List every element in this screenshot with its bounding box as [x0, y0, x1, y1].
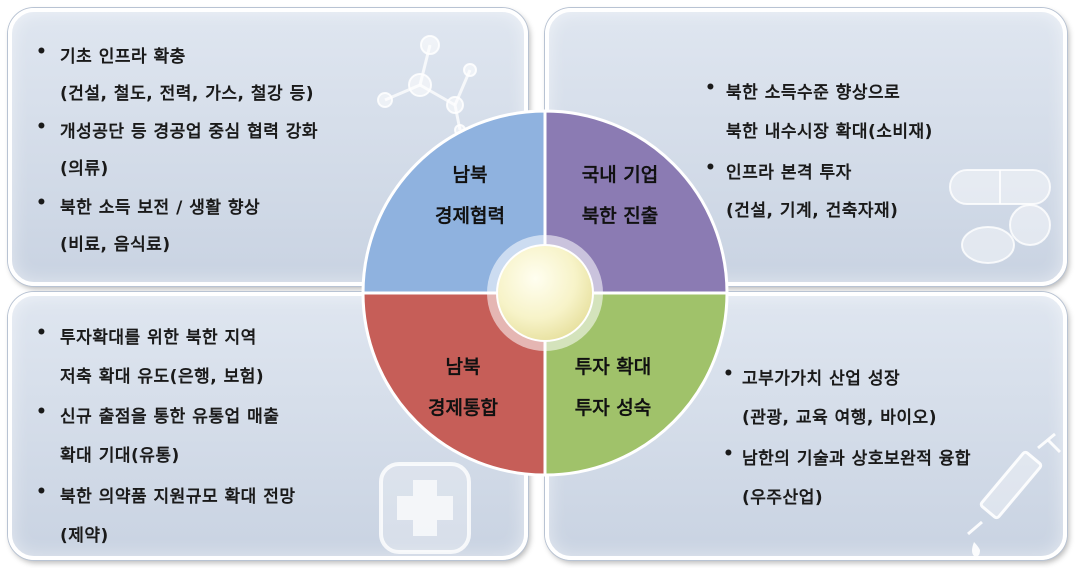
quadrant-tl-line2: 경제협력 [435, 205, 505, 227]
medical-cross-icon [379, 462, 471, 554]
syringe-icon [967, 432, 1062, 557]
bullet-dot: • [36, 117, 47, 137]
bullet-subtext: (제약) [60, 526, 109, 546]
bullet-dot: • [36, 193, 47, 213]
quadrant-br-line2: 투자 성숙 [574, 397, 652, 419]
bullet-subtext: (의류) [60, 159, 109, 179]
bullet-dot: • [36, 402, 47, 422]
bullet-subtext: (비료, 음식료) [60, 235, 171, 255]
bullet-subtext: 북한 내수시장 확대(소비재) [726, 122, 933, 142]
bullet-text: 북한 소득수준 향상으로 [726, 83, 901, 103]
bullet-text: 북한 의약품 지원규모 확대 전망 [60, 487, 296, 507]
quadrant-tr-line2: 북한 진출 [581, 205, 659, 227]
bullet-dot: • [723, 364, 734, 384]
quadrant-bl-line1: 남북 [445, 356, 481, 378]
bullet-text: 남한의 기술과 상호보완적 융합 [742, 449, 972, 469]
bullet-dot: • [705, 78, 716, 98]
bullet-dot: • [36, 323, 47, 343]
quadrant-tr-line1: 국내 기업 [581, 164, 659, 186]
quadrant-tl-line1: 남북 [452, 164, 488, 186]
quadrant-bl-line2: 경제통합 [428, 397, 498, 419]
bullet-subtext: (우주산업) [742, 488, 824, 508]
bullet-dot: • [723, 444, 734, 464]
center-core [496, 244, 594, 342]
bullet-text: 개성공단 등 경공업 중심 협력 강화 [60, 122, 319, 142]
bullet-dot: • [705, 158, 716, 178]
bullet-subtext: 저축 확대 유도(은행, 보험) [60, 367, 265, 387]
bullet-subtext: (관광, 교육 여행, 바이오) [742, 408, 937, 428]
bullet-text: 고부가가치 산업 성장 [742, 369, 901, 389]
bullet-subtext: 확대 기대(유통) [60, 446, 180, 466]
bullet-text: 신규 출점을 통한 유통업 매출 [60, 407, 280, 427]
bullet-subtext: (건설, 기계, 건축자재) [726, 201, 899, 221]
bullet-dot: • [36, 42, 47, 62]
quadrant-bl [361, 291, 547, 477]
quadrant-tl-label: 남북 경제협력 [415, 160, 525, 228]
quadrant-bl-label: 남북 경제통합 [408, 352, 518, 420]
bullet-text: 인프라 본격 투자 [726, 163, 852, 183]
bullet-text: 북한 소득 보전 / 생활 향상 [60, 198, 261, 218]
bullet-text: 기초 인프라 확충 [60, 47, 186, 67]
bullet-dot: • [36, 482, 47, 502]
bullet-subtext: (건설, 철도, 전력, 가스, 철강 등) [60, 84, 315, 104]
bullet-text: 투자확대를 위한 북한 지역 [60, 328, 257, 348]
quadrant-tr [543, 109, 729, 295]
quadrant-tr-label: 국내 기업 북한 진출 [560, 160, 680, 228]
quadrant-tl [361, 109, 547, 295]
quadrant-br [543, 291, 729, 477]
quadrant-br-line1: 투자 확대 [574, 356, 652, 378]
pill-capsule-icon [949, 169, 1051, 264]
quadrant-br-label: 투자 확대 투자 성숙 [558, 352, 668, 420]
